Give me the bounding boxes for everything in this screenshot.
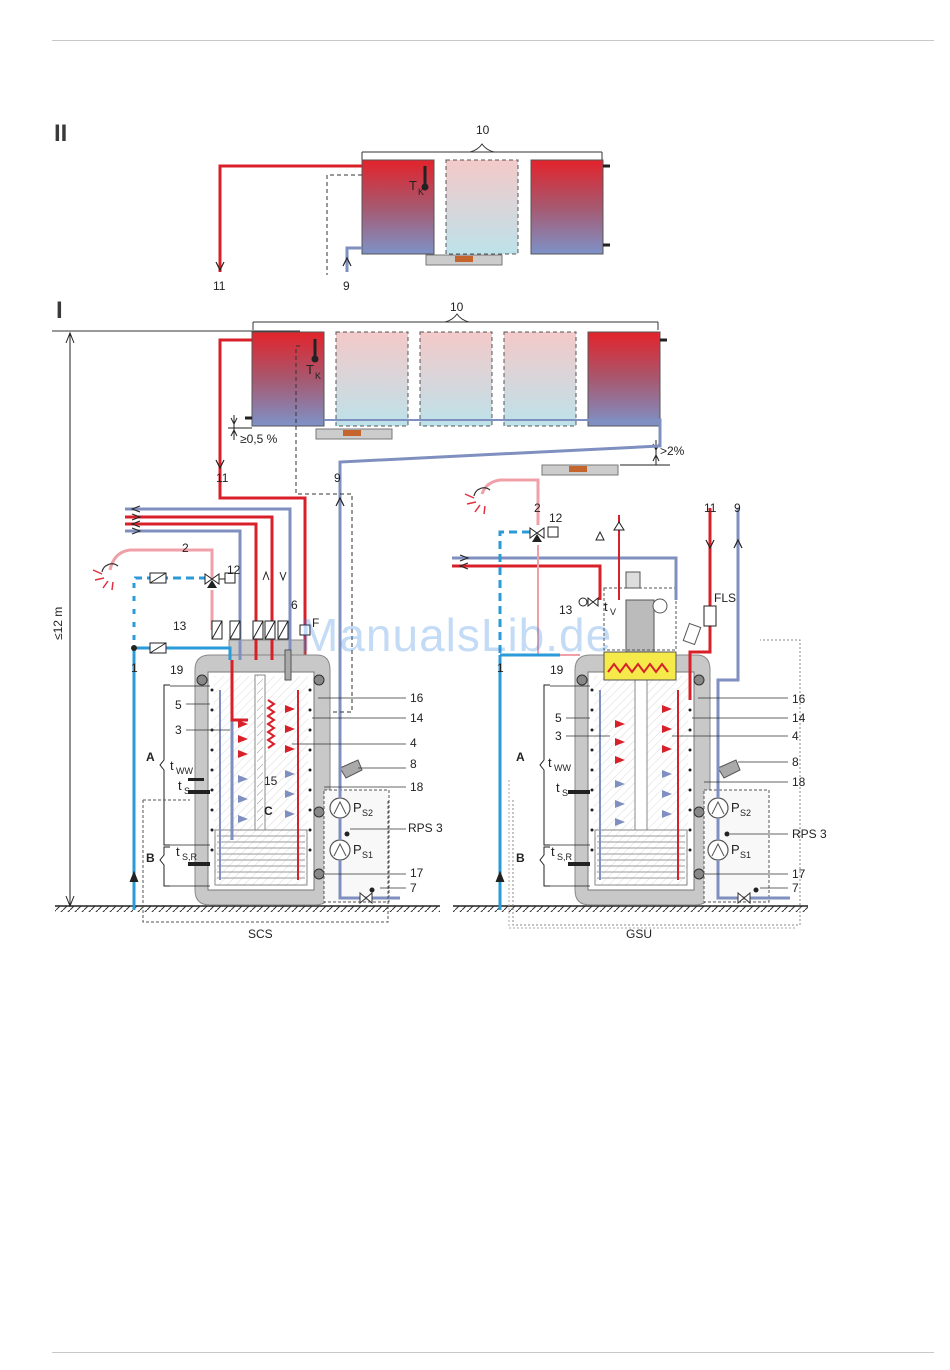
label-3-scs: 3: [175, 723, 182, 737]
label-zone-b-scs: B: [146, 851, 155, 865]
label-ps2-gsu-sub: S2: [740, 808, 751, 818]
collector-panel: [362, 160, 434, 254]
label-9-i: 9: [334, 471, 341, 485]
label-16-gsu: 16: [792, 692, 806, 706]
label-max-height: ≤12 m: [51, 607, 65, 640]
label-tww-scs: t: [170, 758, 174, 773]
collector-panel-optional: [420, 332, 492, 426]
label-rps-gsu: RPS 3: [792, 827, 827, 841]
collector-panel: [531, 160, 603, 254]
collector-panel: [252, 332, 324, 426]
label-slope-2: >2%: [660, 444, 685, 458]
label-18-gsu: 18: [792, 775, 806, 789]
label-19-gsu: 19: [550, 663, 564, 677]
label-tsr-scs-sub: S,R: [182, 852, 198, 862]
label-zone-b-gsu: B: [516, 851, 525, 865]
label-5-scs: 5: [175, 698, 182, 712]
height-dimension: [66, 333, 74, 906]
label-fls-gsu: FLS: [714, 591, 736, 605]
label-ts-gsu-sub: S: [562, 788, 568, 798]
label-12-scs: 12: [227, 563, 241, 577]
label-18-scs: 18: [410, 780, 424, 794]
label-tk-ii-sub: K: [418, 187, 424, 197]
watermark: ManualsLib.de: [300, 608, 612, 662]
label-collector-group-i: 10: [450, 300, 464, 314]
ground-line: [453, 906, 808, 912]
collector-panel-optional: [336, 332, 408, 426]
collector-panel-optional: [504, 332, 576, 426]
label-tww-scs-sub: WW: [176, 766, 193, 776]
label-8-gsu: 8: [792, 755, 799, 769]
label-11-ii: 11: [213, 279, 226, 293]
label-ps2-scs-sub: S2: [362, 808, 373, 818]
label-tk-i: T: [306, 362, 314, 377]
label-zone-a-gsu: A: [516, 750, 525, 764]
label-ps1-scs: P: [353, 842, 362, 857]
label-tsr-gsu: t: [551, 844, 555, 859]
label-14-scs: 14: [410, 711, 424, 725]
label-5-gsu: 5: [555, 711, 562, 725]
label-tww-gsu-sub: WW: [554, 763, 571, 773]
label-2-gsu: 2: [534, 501, 541, 515]
label-9-gsu: 9: [734, 501, 741, 515]
label-11-i: 11: [216, 471, 229, 485]
collector-panel: [588, 332, 660, 426]
label-16-scs: 16: [410, 691, 424, 705]
label-1-scs: 1: [131, 661, 138, 675]
label-tsr-scs: t: [176, 844, 180, 859]
label-8-scs: 8: [410, 757, 417, 771]
label-slope-1: ≥0,5 %: [240, 432, 278, 446]
collector-panel-optional: [446, 160, 518, 254]
label-tsr-gsu-sub: S,R: [557, 852, 573, 862]
label-tk-i-sub: K: [315, 371, 321, 381]
label-ps2-gsu: P: [731, 800, 740, 815]
label-1-gsu: 1: [497, 661, 504, 675]
label-ts-scs-sub: S: [184, 786, 190, 796]
label-tww-gsu: t: [548, 755, 552, 770]
label-ts-scs: t: [178, 778, 182, 793]
label-15-scs: 15: [264, 774, 278, 788]
label-11-gsu: 11: [704, 501, 717, 515]
section-ii-collectors: [216, 144, 610, 275]
label-collector-group-ii: 10: [476, 123, 490, 137]
label-scs: SCS: [248, 927, 273, 941]
label-ps1-gsu: P: [731, 842, 740, 857]
label-ts-gsu: t: [556, 780, 560, 795]
label-14-gsu: 14: [792, 711, 806, 725]
label-13-scs: 13: [173, 619, 187, 633]
label-4-scs: 4: [410, 736, 417, 750]
label-zone-c-scs: C: [264, 804, 273, 818]
label-zone-a-scs: A: [146, 750, 155, 764]
label-9-ii: 9: [343, 279, 350, 293]
ground-line: [55, 906, 440, 912]
label-3-gsu: 3: [555, 729, 562, 743]
label-ps1-gsu-sub: S1: [740, 850, 751, 860]
label-ps2-scs: P: [353, 800, 362, 815]
label-2-scs: 2: [182, 541, 189, 555]
label-tk-ii: T: [409, 178, 417, 193]
label-7-gsu: 7: [792, 881, 799, 895]
label-6-scs: 6: [291, 598, 298, 612]
label-19-scs: 19: [170, 663, 184, 677]
label-gsu: GSU: [626, 927, 652, 941]
label-4-gsu: 4: [792, 729, 799, 743]
label-rps-scs: RPS 3: [408, 821, 443, 835]
label-ps1-scs-sub: S1: [362, 850, 373, 860]
label-12-gsu: 12: [549, 511, 563, 525]
label-17-scs: 17: [410, 866, 424, 880]
label-7-scs: 7: [410, 881, 417, 895]
label-17-gsu: 17: [792, 867, 806, 881]
